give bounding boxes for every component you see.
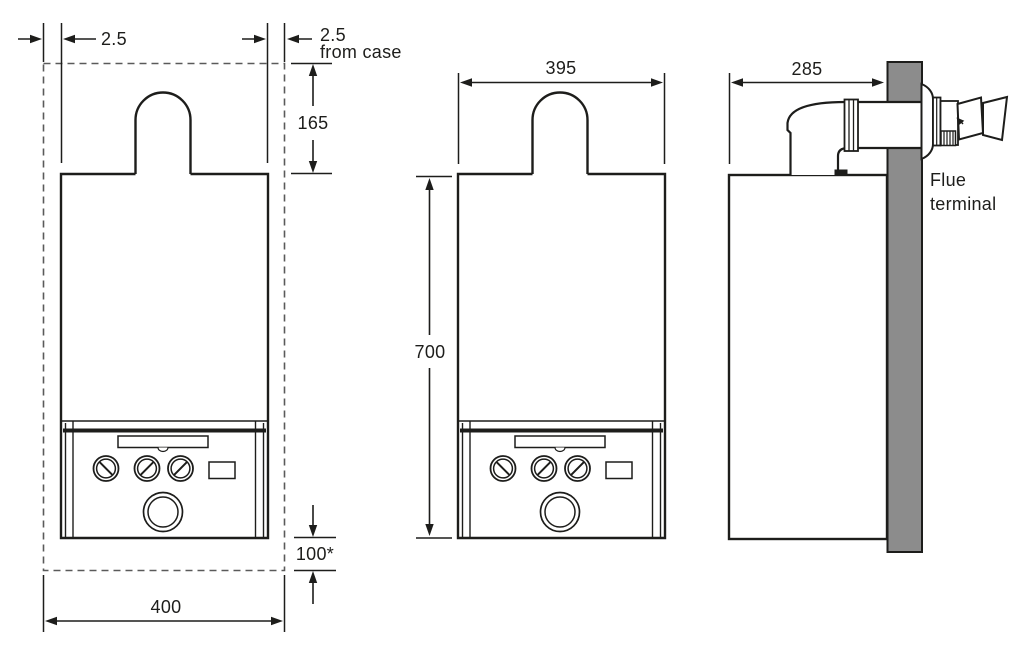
flue-terminal-label-line2: terminal bbox=[930, 194, 996, 214]
clearance-extension-lines bbox=[42, 23, 336, 632]
front-clearance-view: 2.5 2.5 from case 165 100* 400 bbox=[18, 23, 402, 632]
dim-arrows-left-view bbox=[18, 34, 318, 626]
dim-top-clearance-label: 165 bbox=[298, 113, 329, 133]
flue-terminal-label-line1: Flue bbox=[930, 170, 966, 190]
terminal-ribs bbox=[940, 130, 957, 147]
flue-elbow bbox=[786, 98, 927, 176]
dim-right-clearance-note: from case bbox=[320, 42, 402, 62]
terminal-vane-outer bbox=[982, 95, 1009, 142]
elbow-foot bbox=[834, 169, 848, 176]
dim-right-clearance-label: 2.5 bbox=[320, 25, 346, 45]
dim-case-width-label: 395 bbox=[546, 58, 577, 78]
boiler-front-middle bbox=[456, 90, 667, 540]
flow-arrow-icon bbox=[956, 117, 965, 126]
pipe-coupling bbox=[843, 98, 859, 152]
dim-overall-width-label: 400 bbox=[151, 597, 182, 617]
boiler-side bbox=[727, 173, 889, 541]
side-view: 285 Flue terminal bbox=[727, 59, 1009, 553]
dim-case-height-label: 700 bbox=[415, 342, 446, 362]
terminal-vane-inner bbox=[956, 96, 985, 141]
dim-flue-depth-label: 285 bbox=[792, 59, 823, 79]
dim-bottom-clearance-label: 100* bbox=[296, 544, 334, 564]
clearance-outline bbox=[42, 62, 286, 572]
front-dimension-view: 395 700 bbox=[415, 58, 667, 540]
dim-arrows-middle-view bbox=[425, 78, 663, 536]
dim-left-clearance-label: 2.5 bbox=[101, 29, 127, 49]
dim-extension-lines-middle bbox=[416, 73, 666, 539]
dim-arrows-side-view bbox=[731, 78, 884, 87]
flue-terminal bbox=[920, 82, 1009, 161]
terminal-flange bbox=[920, 82, 934, 161]
boiler-front-left bbox=[59, 90, 270, 540]
